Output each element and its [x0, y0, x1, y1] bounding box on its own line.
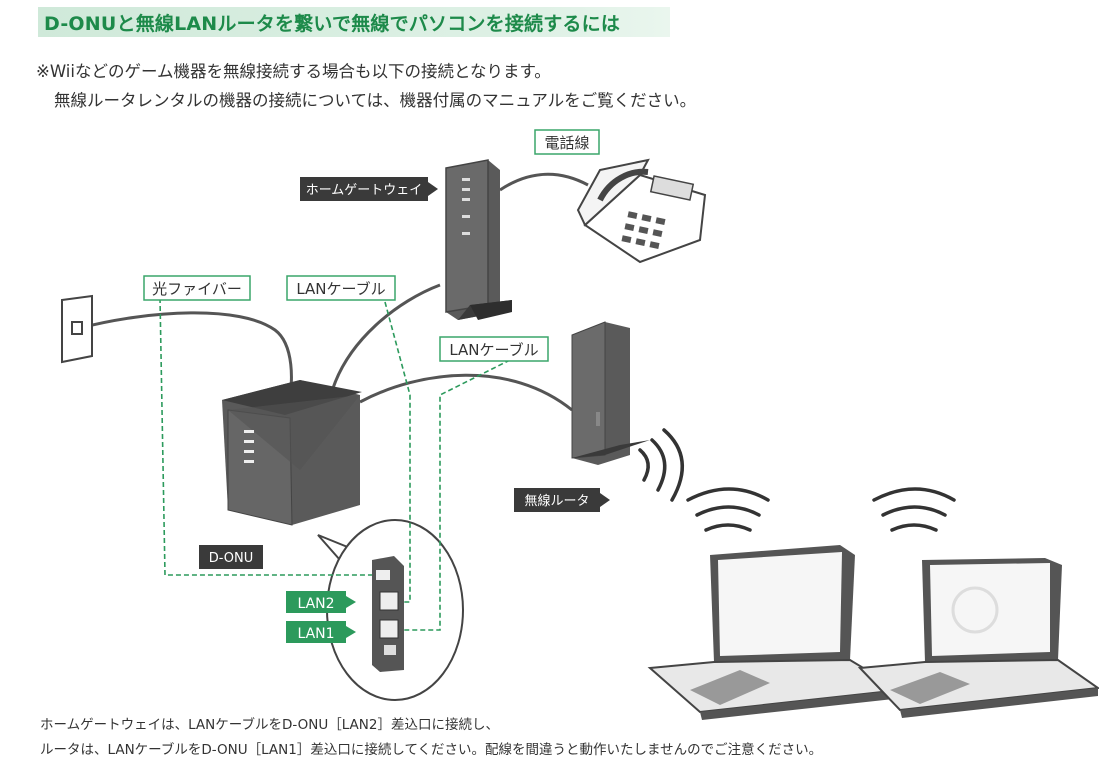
wall-outlet-icon: [61, 294, 93, 364]
fiber-cable: [79, 311, 293, 396]
fiber-guide-line: [159, 297, 372, 576]
lan-cable-router: [359, 373, 573, 412]
lan-cable-label-2: LANケーブル: [449, 341, 538, 359]
lan1-port-tag: LAN1: [286, 621, 356, 643]
wireless-router-label: 無線ルータ: [524, 493, 589, 509]
lan1-port-label: LAN1: [297, 626, 334, 642]
d-onu-device-icon: [222, 380, 362, 526]
lan-cable-gateway: [328, 283, 441, 399]
lan-cable-label-box-2: LANケーブル: [439, 336, 549, 362]
home-gateway-label: ホームゲートウェイ: [306, 183, 423, 198]
d-onu-label: D-ONU: [209, 551, 254, 566]
title-banner: [38, 7, 670, 37]
wireless-router-device-icon: [571, 321, 650, 465]
page-title: D-ONUと無線LANルータを繋いで無線でパソコンを接続するには: [44, 13, 621, 35]
lan2-port-label: LAN2: [297, 596, 334, 612]
port-closeup-callout: [317, 519, 464, 701]
home-gateway-tag: ホームゲートウェイ: [300, 177, 438, 201]
lan-gateway-guide-line: [384, 301, 411, 603]
phone-line-label-box: 電話線: [534, 129, 600, 155]
fiber-label: 光ファイバー: [152, 280, 242, 298]
laptop-2-icon: [857, 558, 1099, 718]
phone-cable: [499, 172, 589, 192]
laptop-1-icon: [647, 545, 904, 720]
lan2-port-tag: LAN2: [286, 591, 356, 613]
fiber-label-box: 光ファイバー: [143, 275, 251, 301]
home-gateway-device-icon: [445, 159, 512, 320]
lan-cable-label-1: LANケーブル: [296, 280, 385, 298]
phone-line-label: 電話線: [544, 134, 589, 152]
lan-cable-label-box-1: LANケーブル: [286, 275, 396, 301]
note-line-2: 無線ルータレンタルの機器の接続については、機器付属のマニュアルをご覧ください。: [54, 91, 697, 110]
telephone-icon: [576, 158, 707, 264]
note-line-1: ※Wiiなどのゲーム機器を無線接続する場合も以下の接続となります。: [36, 62, 551, 81]
wireless-signal-icon: [638, 428, 956, 532]
d-onu-tag: D-ONU: [199, 545, 263, 569]
lan-router-guide-line: [402, 359, 511, 631]
footer-line-1: ホームゲートウェイは、LANケーブルをD-ONU［LAN2］差込口に接続し、: [40, 717, 499, 733]
footer-line-2: ルータは、LANケーブルをD-ONU［LAN1］差込口に接続してください。配線を…: [40, 742, 823, 758]
wireless-router-tag: 無線ルータ: [514, 488, 610, 512]
